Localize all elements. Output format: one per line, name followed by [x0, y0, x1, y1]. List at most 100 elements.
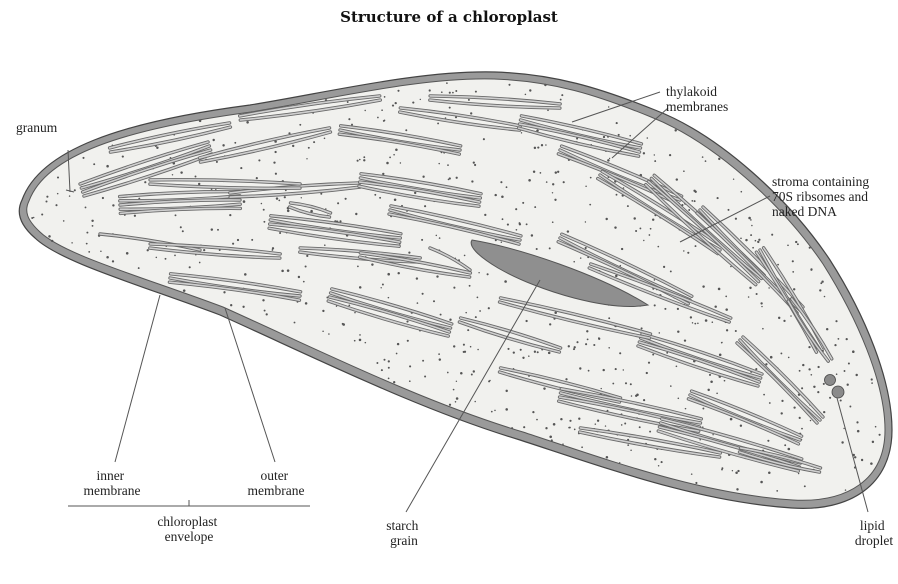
ribosome-dot — [448, 179, 450, 181]
ribosome-dot — [470, 346, 472, 348]
ribosome-dot — [487, 273, 489, 275]
ribosome-dot — [870, 462, 873, 465]
label-stroma: stroma containing 70S ribsomes and naked… — [772, 174, 872, 219]
ribosome-dot — [750, 219, 752, 221]
ribosome-dot — [543, 387, 545, 389]
ribosome-dot — [755, 240, 757, 242]
ribosome-dot — [453, 345, 455, 347]
label-outer-membrane: outer membrane — [248, 468, 305, 498]
ribosome-dot — [261, 203, 263, 205]
ribosome-dot — [424, 205, 426, 207]
ribosome-dot — [433, 300, 435, 302]
ribosome-dot — [474, 401, 476, 403]
ribosome-dot — [616, 194, 618, 196]
ribosome-dot — [585, 343, 587, 345]
ribosome-dot — [603, 136, 605, 138]
ribosome-dot — [397, 90, 399, 92]
ribosome-dot — [511, 427, 513, 429]
ribosome-dot — [507, 224, 509, 226]
ribosome-dot — [612, 383, 614, 385]
ribosome-dot — [810, 269, 812, 271]
ribosome-dot — [381, 369, 383, 371]
ribosome-dot — [721, 469, 723, 471]
ribosome-dot — [608, 317, 610, 319]
ribosome-dot — [174, 255, 176, 257]
ribosome-dot — [635, 395, 637, 397]
ribosome-dot — [752, 247, 754, 249]
ribosome-dot — [666, 352, 668, 354]
ribosome-dot — [276, 197, 278, 199]
label-thylakoid-membranes: thylakoid membranes — [666, 84, 728, 114]
ribosome-dot — [879, 434, 881, 436]
ribosome-dot — [272, 247, 274, 249]
ribosome-dot — [728, 209, 730, 211]
ribosome-dot — [491, 411, 493, 413]
ribosome-dot — [546, 181, 548, 183]
ribosome-dot — [45, 200, 47, 202]
ribosome-dot — [287, 269, 290, 272]
ribosome-dot — [670, 385, 672, 387]
ribosome-dot — [801, 428, 803, 430]
ribosome-dot — [804, 485, 806, 487]
ribosome-dot — [643, 399, 645, 401]
ribosome-dot — [718, 158, 720, 160]
ribosome-dot — [436, 235, 438, 237]
ribosome-dot — [100, 251, 102, 253]
ribosome-dot — [400, 162, 401, 163]
ribosome-dot — [623, 369, 624, 370]
ribosome-dot — [741, 191, 743, 193]
ribosome-dot — [714, 305, 716, 307]
ribosome-dot — [175, 214, 177, 216]
ribosome-dot — [441, 91, 443, 93]
ribosome-dot — [694, 323, 696, 325]
ribosome-dot — [533, 171, 535, 173]
ribosome-dot — [684, 339, 686, 341]
ribosome-dot — [342, 323, 345, 326]
ribosome-dot — [562, 443, 564, 445]
ribosome-dot — [627, 444, 629, 446]
ribosome-dot — [625, 382, 627, 384]
ribosome-dot — [449, 107, 451, 109]
ribosome-dot — [813, 386, 815, 388]
ribosome-dot — [522, 357, 524, 359]
ribosome-dot — [85, 206, 87, 208]
ribosome-dot — [395, 149, 398, 152]
ribosome-dot — [799, 370, 801, 372]
ribosome-dot — [875, 426, 877, 428]
ribosome-dot — [471, 374, 473, 376]
ribosome-dot — [776, 490, 778, 492]
ribosome-dot — [826, 328, 828, 330]
ribosome-dot — [552, 192, 553, 193]
ribosome-dot — [695, 245, 697, 247]
ribosome-dot — [199, 120, 202, 123]
ribosome-dot — [793, 406, 795, 408]
ribosome-dot — [646, 372, 648, 374]
ribosome-dot — [648, 362, 650, 364]
ribosome-dot — [528, 179, 531, 182]
ribosome-dot — [388, 297, 390, 299]
ribosome-dot — [695, 482, 697, 484]
ribosome-dot — [69, 195, 70, 196]
ribosome-dot — [823, 383, 825, 385]
ribosome-dot — [453, 287, 454, 288]
ribosome-dot — [156, 257, 158, 259]
ribosome-dot — [778, 317, 780, 319]
ribosome-dot — [92, 225, 94, 227]
ribosome-dot — [810, 420, 811, 421]
ribosome-dot — [88, 251, 90, 253]
ribosome-dot — [760, 481, 763, 484]
ribosome-dot — [554, 199, 556, 201]
ribosome-dot — [525, 94, 527, 96]
ribosome-dot — [440, 314, 442, 316]
ribosome-dot — [598, 338, 600, 340]
ribosome-dot — [279, 232, 281, 234]
ribosome-dot — [732, 470, 733, 471]
ribosome-dot — [528, 355, 530, 357]
ribosome-dot — [787, 244, 789, 246]
ribosome-dot — [670, 270, 672, 272]
label-lipid-droplet: lipid droplet — [855, 518, 893, 548]
ribosome-dot — [138, 267, 140, 269]
ribosome-dot — [578, 418, 580, 420]
ribosome-dot — [848, 362, 850, 364]
ribosome-dot — [449, 92, 451, 94]
